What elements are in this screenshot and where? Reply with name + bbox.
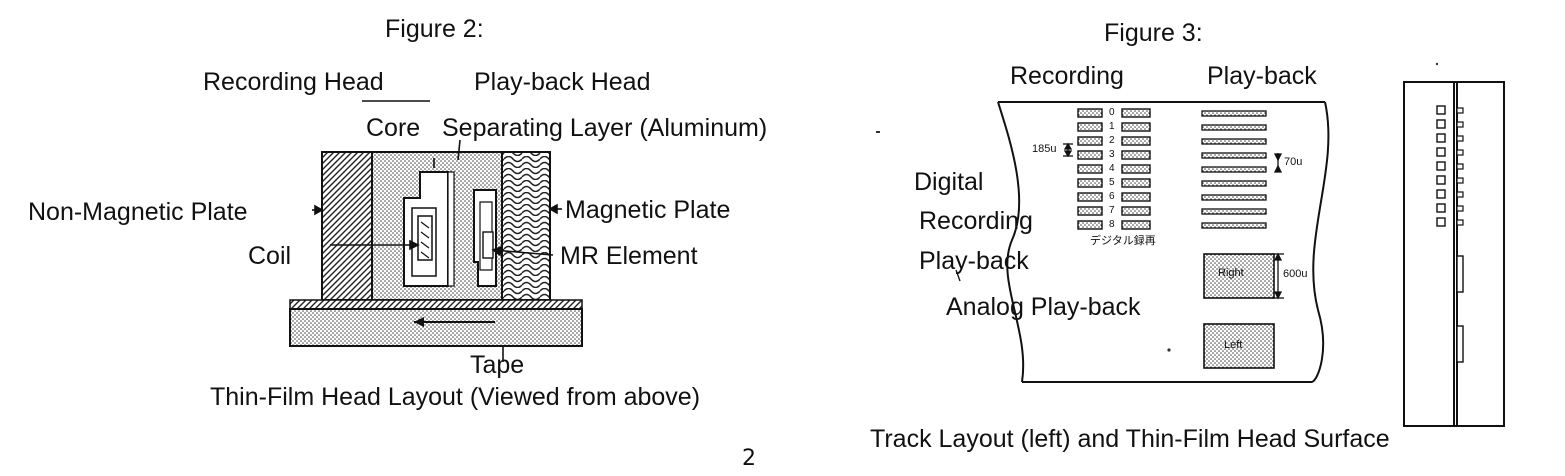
dim-600u: 600u (1283, 268, 1308, 280)
track-number: 4 (1109, 163, 1115, 174)
track-number: 8 (1109, 219, 1115, 230)
separating-layer-label: Separating Layer (Aluminum) (442, 114, 768, 142)
track-number: 7 (1109, 205, 1115, 216)
tape-outline (997, 101, 1330, 383)
core-label: Core (366, 114, 421, 142)
japanese-digital-label: デジタル録再 (1090, 235, 1156, 247)
playback-column-label: Play-back (1207, 62, 1317, 90)
recording-row-label: Recording (919, 207, 1033, 235)
fig2-caption: Thin-Film Head Layout (Viewed from above… (210, 383, 701, 411)
track-number: 6 (1109, 191, 1115, 202)
magnetic-plate-label: Magnetic Plate (565, 196, 731, 224)
dimension-markers (955, 142, 1284, 300)
track-number: 3 (1109, 149, 1115, 160)
dim-70u: 70u (1284, 156, 1303, 168)
fig3-title: Figure 3: (1104, 19, 1203, 47)
digital-label: Digital (914, 168, 984, 196)
track-number: 2 (1109, 135, 1115, 146)
stray-marks (876, 62, 1439, 352)
dim-185u: 185u (1032, 143, 1057, 155)
playback-row-label: Play-back (919, 247, 1029, 275)
analog-tracks (1203, 253, 1275, 369)
recording-head-label: Recording Head (203, 68, 384, 96)
coil-label: Coil (248, 242, 292, 270)
head-surface (1403, 81, 1505, 427)
fig3-caption: Track Layout (left) and Thin-Film Head S… (870, 425, 1390, 453)
recording-column-label: Recording (1010, 62, 1124, 90)
playback-head-label: Play-back Head (474, 68, 651, 96)
track-number: 1 (1109, 121, 1115, 132)
non-magnetic-plate-label: Non-Magnetic Plate (28, 198, 248, 226)
tape-label: Tape (470, 351, 525, 379)
analog-playback-label: Analog Play-back (946, 293, 1141, 321)
track-number: 5 (1109, 177, 1115, 188)
track-number: 0 (1109, 107, 1115, 118)
fig2-leader-lines (312, 100, 562, 362)
right-track-label: Right (1218, 267, 1244, 279)
mr-element-label: MR Element (560, 242, 698, 270)
fig2-title: Figure 2: (385, 15, 484, 43)
digital-track-blocks (1077, 108, 1151, 230)
playback-tracks (1201, 110, 1267, 229)
head-cross-section (289, 151, 583, 347)
left-track-label: Left (1224, 339, 1243, 351)
page-number: 2 (742, 446, 756, 471)
